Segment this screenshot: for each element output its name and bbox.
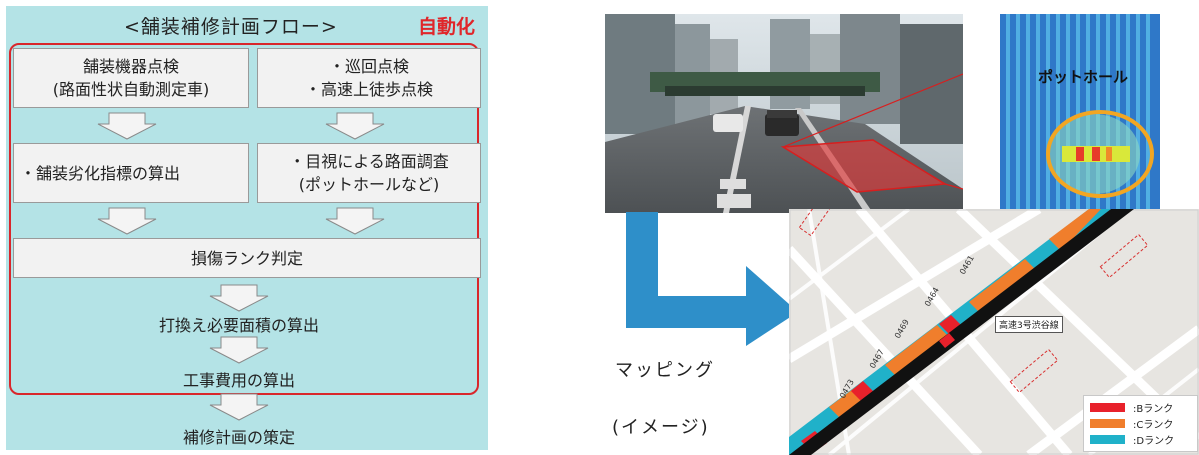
repair-flow-panel: <舗装補修計画フロー> 自動化 舗装機器点検 (路面性状自動測定車) ・巡回点検… xyxy=(6,6,488,450)
down-arrow-icon xyxy=(209,284,269,312)
pothole-heatmap xyxy=(1000,14,1160,213)
automation-label: 自動化 xyxy=(418,16,476,38)
down-arrow-icon xyxy=(209,393,269,421)
legend-item-d: :Dランク xyxy=(1090,432,1174,447)
rank-legend: :Bランク :Cランク :Dランク xyxy=(1083,395,1198,452)
legend-item-c: :Cランク xyxy=(1090,416,1173,431)
route-label: 高速3号渋谷線 xyxy=(995,316,1063,333)
damage-rank-box: 損傷ランク判定 xyxy=(13,238,481,278)
legend-label: :Cランク xyxy=(1133,420,1174,431)
legend-item-b: :Bランク xyxy=(1090,400,1173,415)
down-arrow-icon xyxy=(209,336,269,364)
road-photo xyxy=(605,14,963,213)
visual-survey-line1: ・目視による路面調査 xyxy=(289,152,449,171)
down-arrow-icon xyxy=(325,207,385,235)
replace-area-text: 打換え必要面積の算出 xyxy=(158,316,319,335)
down-arrow-icon xyxy=(325,112,385,140)
legend-swatch xyxy=(1090,419,1125,428)
mapping-arrow-icon xyxy=(626,212,798,346)
damage-rank-text: 損傷ランク判定 xyxy=(190,248,303,268)
visual-survey-box: ・目視による路面調査 (ポットホールなど) xyxy=(257,143,481,203)
patrol-inspection-line1: ・巡回点検 xyxy=(328,57,409,76)
visual-survey-line2: (ポットホールなど) xyxy=(298,175,440,194)
patrol-inspection-box: ・巡回点検 ・高速上徒歩点検 xyxy=(257,48,481,108)
repair-plan-text: 補修計画の策定 xyxy=(182,428,295,447)
image-label: (イメージ) xyxy=(612,417,710,438)
down-arrow-icon xyxy=(97,207,157,235)
down-arrow-icon xyxy=(97,112,157,140)
legend-label: :Dランク xyxy=(1133,436,1175,447)
legend-label: :Bランク xyxy=(1133,404,1174,415)
pavement-inspection-box: 舗装機器点検 (路面性状自動測定車) xyxy=(13,48,249,108)
patrol-inspection-line2: ・高速上徒歩点検 xyxy=(304,80,433,99)
legend-swatch xyxy=(1090,403,1125,412)
pavement-inspection-line2: (路面性状自動測定車) xyxy=(52,80,210,99)
flow-title: <舗装補修計画フロー> xyxy=(124,16,338,38)
mapping-label: マッピング xyxy=(615,360,715,381)
damage-map: 0469 0464 0467 0473 0461 xyxy=(789,209,1199,455)
deterioration-index-text: ・舗装劣化指標の算出 xyxy=(20,163,181,183)
pavement-inspection-line1: 舗装機器点検 xyxy=(82,57,179,76)
legend-swatch xyxy=(1090,435,1125,444)
construction-cost-text: 工事費用の算出 xyxy=(182,371,295,390)
deterioration-index-box: ・舗装劣化指標の算出 xyxy=(13,143,249,203)
pothole-label: ポットホール xyxy=(1038,68,1129,86)
